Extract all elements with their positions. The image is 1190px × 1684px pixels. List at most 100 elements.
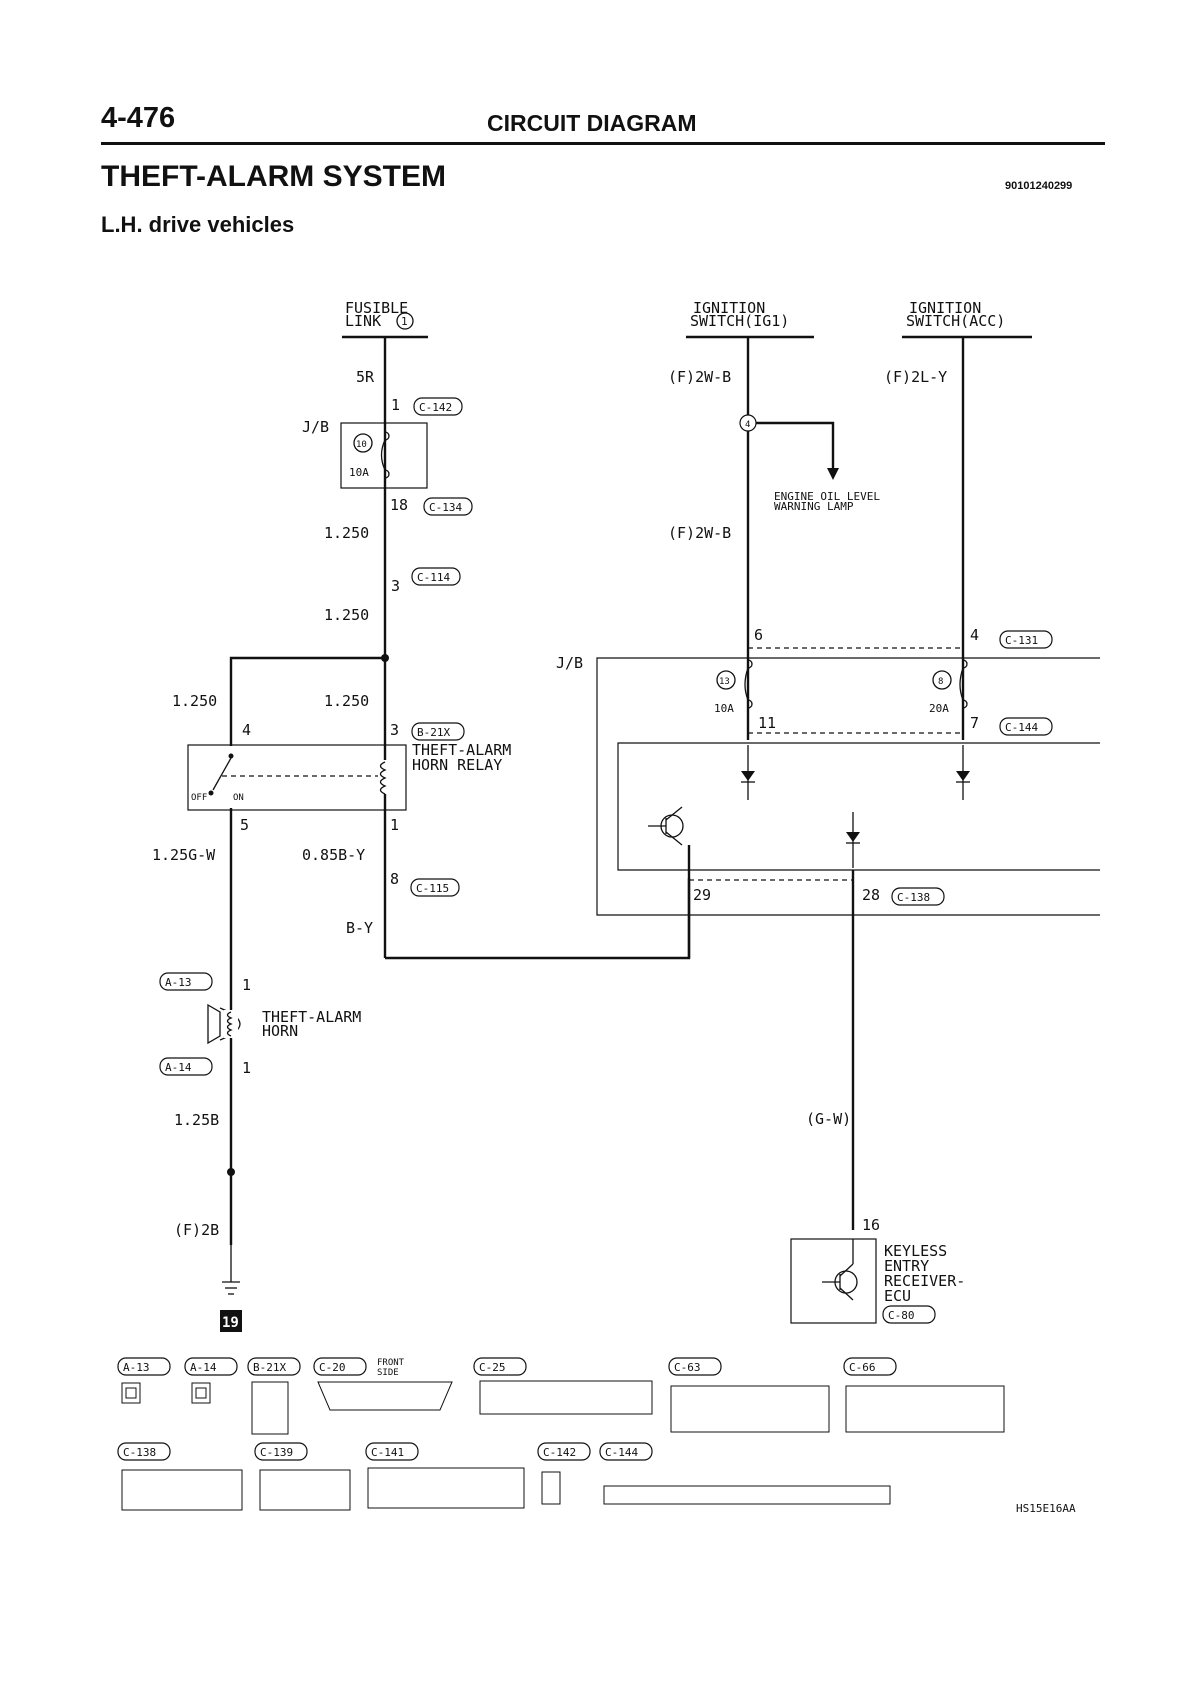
arrow-to-oil-lamp — [827, 468, 839, 480]
fuse8-number-circle — [932, 670, 952, 690]
splice4-number: 4 — [745, 420, 750, 430]
ecu-box — [790, 1238, 877, 1324]
cv-tag-a13 — [117, 1357, 171, 1376]
connector-a13-label: A-13 — [165, 976, 192, 989]
header-rule — [101, 142, 1105, 145]
relay-switch-pivot — [228, 753, 234, 759]
cv-tag-c63 — [668, 1357, 722, 1376]
connector-c134-label: C-134 — [429, 501, 462, 514]
page-header: 4-476 CIRCUIT DIAGRAM THEFT-ALARM SYSTEM… — [0, 0, 1190, 250]
horn-relay-box — [187, 744, 407, 811]
ground-number: 19 — [222, 1315, 239, 1331]
wire-label-f2wb-a: (F)2W-B — [668, 368, 731, 386]
transistor-symbol-a — [648, 806, 684, 846]
wire-label-1250-c: 1.250 — [172, 692, 217, 710]
cv-c25-label: C-25 — [479, 1361, 506, 1374]
ignition-switch-acc: IGNITION SWITCH(ACC) — [902, 299, 1032, 339]
oil-lamp-label-2: WARNING LAMP — [774, 500, 854, 513]
cv-b21x-label: B-21X — [253, 1361, 286, 1374]
fuse13-number-circle — [716, 670, 736, 690]
pin-relay-5: 5 — [240, 816, 249, 834]
ignition-switch-ig1: IGNITION SWITCH(IG1) — [686, 299, 814, 339]
ecu-label-4: ECU — [884, 1287, 911, 1305]
pin-a13-1: 1 — [242, 976, 251, 994]
cv-c63-label: C-63 — [674, 1361, 701, 1374]
horn-coil — [226, 1011, 233, 1037]
cv-c25-housing — [479, 1380, 653, 1415]
relay-on-label: ON — [233, 793, 244, 803]
wire-label-085by: 0.85B-Y — [302, 846, 365, 864]
pin-relay-3: 3 — [390, 721, 399, 739]
connector-views: A-13 A-14 B-21X C-20 FRONT SIDE C-25 C-6… — [117, 1357, 1076, 1515]
pin-a14-1: 1 — [242, 1059, 251, 1077]
horn-label-1: THEFT-ALARM — [262, 1008, 361, 1026]
cv-tag-c139 — [254, 1442, 308, 1461]
connector-tag-c144 — [999, 717, 1053, 736]
ig1-label-1: IGNITION — [693, 299, 765, 317]
cv-tag-a14 — [184, 1357, 238, 1376]
connector-c131-label: C-131 — [1005, 634, 1038, 647]
relay-coil-symbol — [379, 761, 387, 795]
fuse10-symbol — [380, 431, 390, 479]
acc-label-2: SWITCH(ACC) — [906, 312, 1005, 330]
cv-c138-label: C-138 — [123, 1446, 156, 1459]
connector-tag-c134 — [423, 497, 473, 516]
pin-11: 11 — [758, 714, 776, 732]
cv-c63-housing — [670, 1385, 830, 1433]
footer-code: HS15E16AA — [1016, 1502, 1076, 1515]
section-title: CIRCUIT DIAGRAM — [487, 110, 697, 136]
diode-internal — [846, 812, 860, 868]
connector-b21x-label: B-21X — [417, 726, 450, 739]
cv-c20-housing — [317, 1381, 453, 1411]
wire-label-1250-b: 1.250 — [324, 606, 369, 624]
cv-a14-label: A-14 — [190, 1361, 217, 1374]
connector-tag-c115 — [410, 878, 460, 897]
cv-b21x-housing — [251, 1381, 289, 1435]
wire-label-1250-a: 1.250 — [324, 524, 369, 542]
acc-label-1: IGNITION — [909, 299, 981, 317]
fusible-link-label-2: LINK — [345, 312, 381, 330]
wire-label-f2wb-b: (F)2W-B — [668, 524, 731, 542]
cv-tag-c142 — [537, 1442, 591, 1461]
ground-symbol — [222, 1245, 240, 1295]
oil-lamp-label-1: ENGINE OIL LEVEL — [774, 490, 880, 503]
connector-c138-label: C-138 — [897, 891, 930, 904]
fuse10-number-circle — [353, 433, 373, 453]
pin-c114-3: 3 — [391, 577, 400, 595]
connector-tag-a13 — [159, 972, 213, 991]
fuse10-number: 10 — [356, 440, 367, 450]
cv-c144-housing — [603, 1485, 891, 1505]
pin-29: 29 — [693, 886, 711, 904]
connector-c114-label: C-114 — [417, 571, 450, 584]
ecu-label-2: ENTRY — [884, 1257, 929, 1275]
ecu-label-3: RECEIVER- — [884, 1272, 965, 1290]
cv-tag-c66 — [843, 1357, 897, 1376]
cv-tag-c141 — [365, 1442, 419, 1461]
cv-tag-c144 — [599, 1442, 653, 1461]
wire-label-1250-d: 1.250 — [324, 692, 369, 710]
pin-28: 28 — [862, 886, 880, 904]
connector-tag-b21x — [411, 722, 465, 741]
cv-c144-label: C-144 — [605, 1446, 638, 1459]
jb-label-b: J/B — [556, 654, 583, 672]
connector-tag-c142 — [413, 397, 463, 416]
connector-c80-label: C-80 — [888, 1309, 915, 1322]
junction-block-a — [340, 422, 428, 489]
connector-a14-label: A-14 — [165, 1061, 192, 1074]
pin-c131-4: 4 — [970, 626, 979, 644]
fuse13-number: 13 — [719, 677, 730, 687]
connector-tag-c114 — [411, 567, 461, 586]
cv-c66-label: C-66 — [849, 1361, 876, 1374]
ecu-label-1: KEYLESS — [884, 1242, 947, 1260]
cv-c139-housing — [259, 1469, 351, 1511]
wire-branch-left — [229, 656, 385, 958]
cv-c141-housing — [367, 1467, 525, 1509]
fuse10-rating: 10A — [349, 466, 369, 479]
ig1-label-2: SWITCH(IG1) — [690, 312, 789, 330]
cv-a13-pin — [125, 1387, 137, 1399]
pin-c142-1: 1 — [391, 396, 400, 414]
connector-tag-c80 — [882, 1305, 936, 1324]
wire-label-125gw: 1.25G-W — [152, 846, 216, 864]
connector-c115-label: C-115 — [416, 882, 449, 895]
inner-control-block — [617, 742, 1100, 871]
